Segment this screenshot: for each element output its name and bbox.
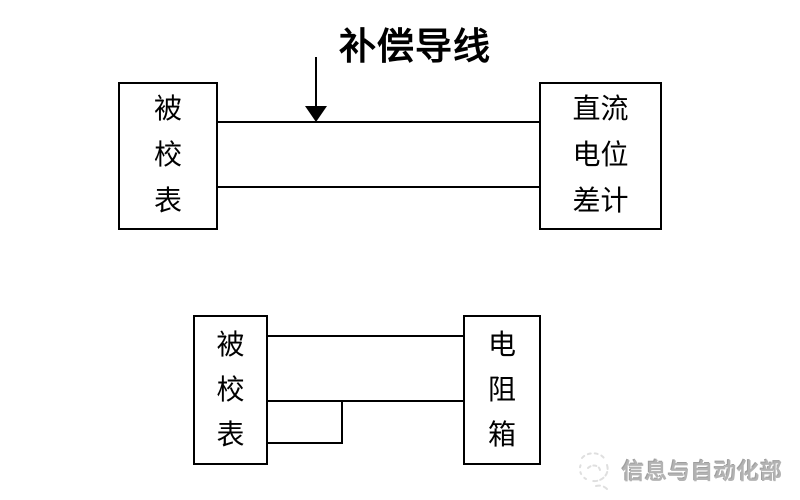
- dc-potentiometer-box: 直流 电位 差计: [539, 82, 662, 230]
- resistance-box-label: 电 阻 箱: [487, 329, 516, 451]
- top-diagram-lower-wire: [216, 186, 540, 188]
- resistance-box: 电 阻 箱: [463, 315, 541, 465]
- compensation-wire-title: 补偿导线: [339, 26, 491, 67]
- meter-under-test-label-bottom: 被 校 表: [216, 329, 245, 451]
- down-arrow-icon: [315, 57, 317, 108]
- watermark-text: 信息与自动化部: [622, 459, 784, 484]
- down-arrow-head-icon: [305, 106, 327, 122]
- swirl-logo-icon: [578, 452, 609, 490]
- bottom-diagram-middle-wire: [266, 400, 464, 402]
- meter-under-test-box-top: 被 校 表: [118, 82, 218, 230]
- watermark: 信息与自动化部: [574, 448, 783, 492]
- top-diagram-upper-wire: [216, 121, 540, 123]
- meter-under-test-label: 被 校 表: [153, 94, 182, 217]
- dc-potentiometer-label: 直流 电位 差计: [572, 94, 629, 217]
- meter-under-test-box-bottom: 被 校 表: [193, 315, 268, 465]
- bottom-diagram-jumper-vertical-wire: [341, 400, 343, 444]
- bottom-diagram-jumper-horizontal-wire: [266, 442, 343, 444]
- bottom-diagram-upper-wire: [266, 335, 464, 337]
